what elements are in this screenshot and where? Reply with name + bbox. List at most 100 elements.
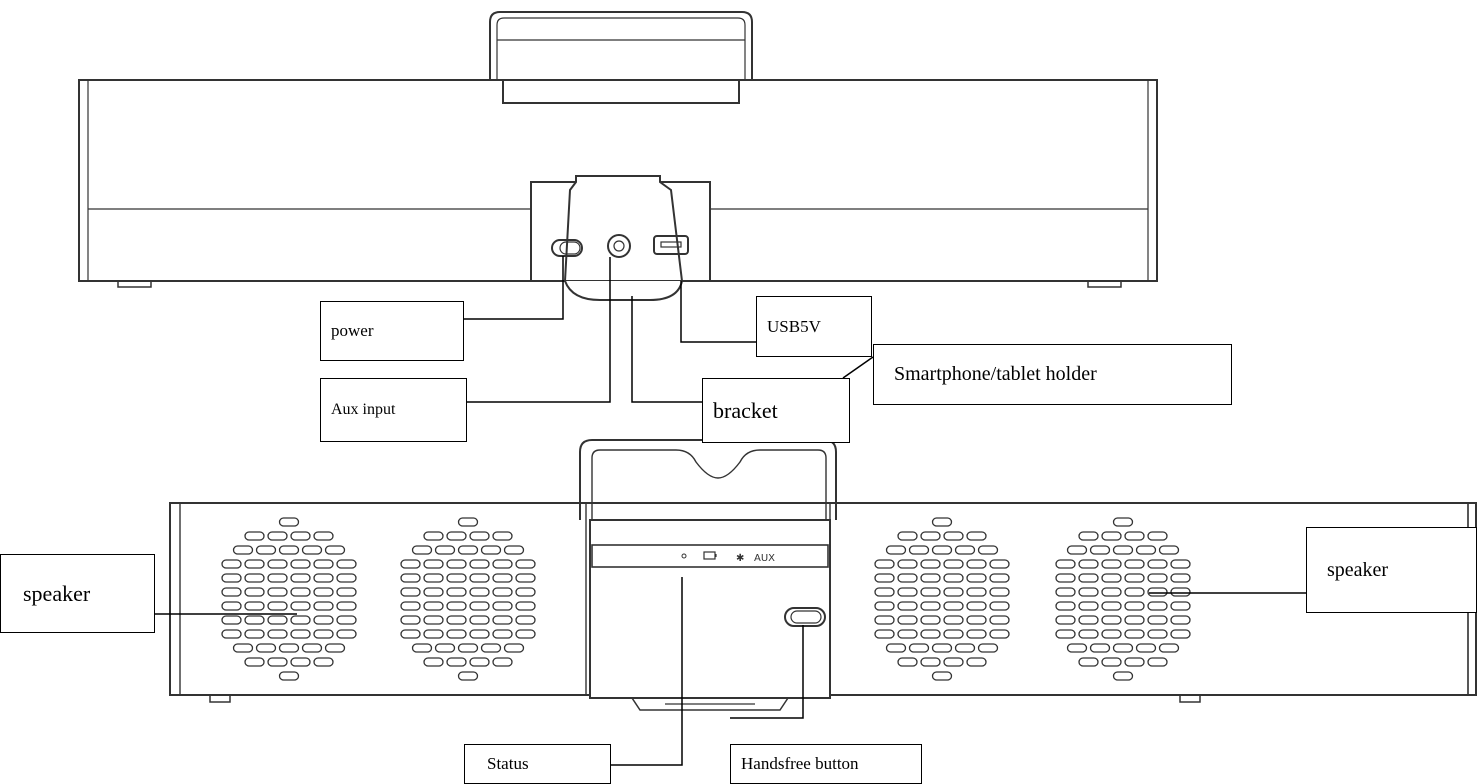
grille-slot [400,573,421,583]
grille-slot [267,615,288,625]
grille-slot [1112,671,1134,681]
grille-slot [492,601,513,611]
grille-slot [1124,587,1145,597]
grille-slot [1124,629,1145,639]
grille-slot [423,573,444,583]
grille-slot [221,629,242,639]
grille-slot [492,531,513,541]
grille-slot [1078,601,1099,611]
grille-slot [908,643,930,653]
grille-slot [336,601,357,611]
grille-slot [457,517,479,527]
grille-slot [966,573,987,583]
aux-jack [607,234,631,258]
grille-slot [469,615,490,625]
grille-slot [469,657,490,667]
grille-slot [469,573,490,583]
grille-slot [313,615,334,625]
grille-slot [1147,559,1168,569]
grille-slot [989,629,1010,639]
grille-slot [1124,615,1145,625]
grille-slot [278,517,300,527]
grille-slot [244,573,265,583]
grille-slot [1170,587,1191,597]
grille-slot [1147,615,1168,625]
grille-slot [1147,629,1168,639]
grille-slot [515,615,536,625]
grille-slot [446,629,467,639]
grille-slot [989,615,1010,625]
grille-slot [446,587,467,597]
grille-slot [313,601,334,611]
grille-slot [221,587,242,597]
grille-slot [1135,545,1157,555]
power-switch [551,239,583,257]
speaker-grille [874,517,1010,681]
grille-slot [400,615,421,625]
grille-slot [1124,531,1145,541]
grille-slot [874,615,895,625]
grille-slot [244,559,265,569]
grille-slot [1147,531,1168,541]
grille-slot [931,671,953,681]
grille-slot [313,573,334,583]
grille-slot [290,629,311,639]
grille-slot [1101,531,1122,541]
grille-slot [1170,573,1191,583]
grille-slot [897,657,918,667]
grille-slot [267,657,288,667]
grille-slot [1089,545,1111,555]
grille-slot [966,657,987,667]
grille-slot [400,629,421,639]
grille-slot [1055,587,1076,597]
grille-slot [1147,587,1168,597]
grille-slot [1112,643,1134,653]
grille-slot [290,573,311,583]
grille-slot [966,559,987,569]
grille-slot [1101,601,1122,611]
grille-slot [221,573,242,583]
grille-slot [1124,559,1145,569]
grille-slot [874,573,895,583]
leader-aux [467,257,611,403]
grille-slot [324,643,346,653]
grille-slot [1101,629,1122,639]
leader-bracket [631,296,702,403]
grille-slot [943,531,964,541]
grille-slot [1066,545,1088,555]
front-phone-holder [579,439,837,520]
grille-slot [1078,573,1099,583]
grille-slot [244,615,265,625]
grille-slot [989,573,1010,583]
grille-slot [336,587,357,597]
grille-slot [920,615,941,625]
grille-slot [920,629,941,639]
grille-slot [989,559,1010,569]
front-foot-left [209,694,231,703]
grille-slot [943,629,964,639]
grille-slot [943,657,964,667]
grille-slot [931,517,953,527]
grille-slot [1101,573,1122,583]
grille-slot [1124,573,1145,583]
grille-slot [290,587,311,597]
grille-slot [1147,601,1168,611]
leader-holder [842,356,874,379]
grille-slot [290,657,311,667]
grille-slot [267,559,288,569]
speaker-grille [1055,517,1191,681]
speaker-grille [400,517,536,681]
grille-slot [989,587,1010,597]
grille-slot [920,559,941,569]
grille-slot [920,573,941,583]
label-aux-input: Aux input [320,378,467,442]
grille-slot [515,601,536,611]
grille-slot [336,559,357,569]
aux-mode-icon: AUX [754,553,775,564]
grille-slot [446,601,467,611]
grille-slot [244,531,265,541]
grille-slot [885,545,907,555]
grille-slot [434,545,456,555]
grille-slot [267,573,288,583]
label-status: Status [464,744,611,784]
